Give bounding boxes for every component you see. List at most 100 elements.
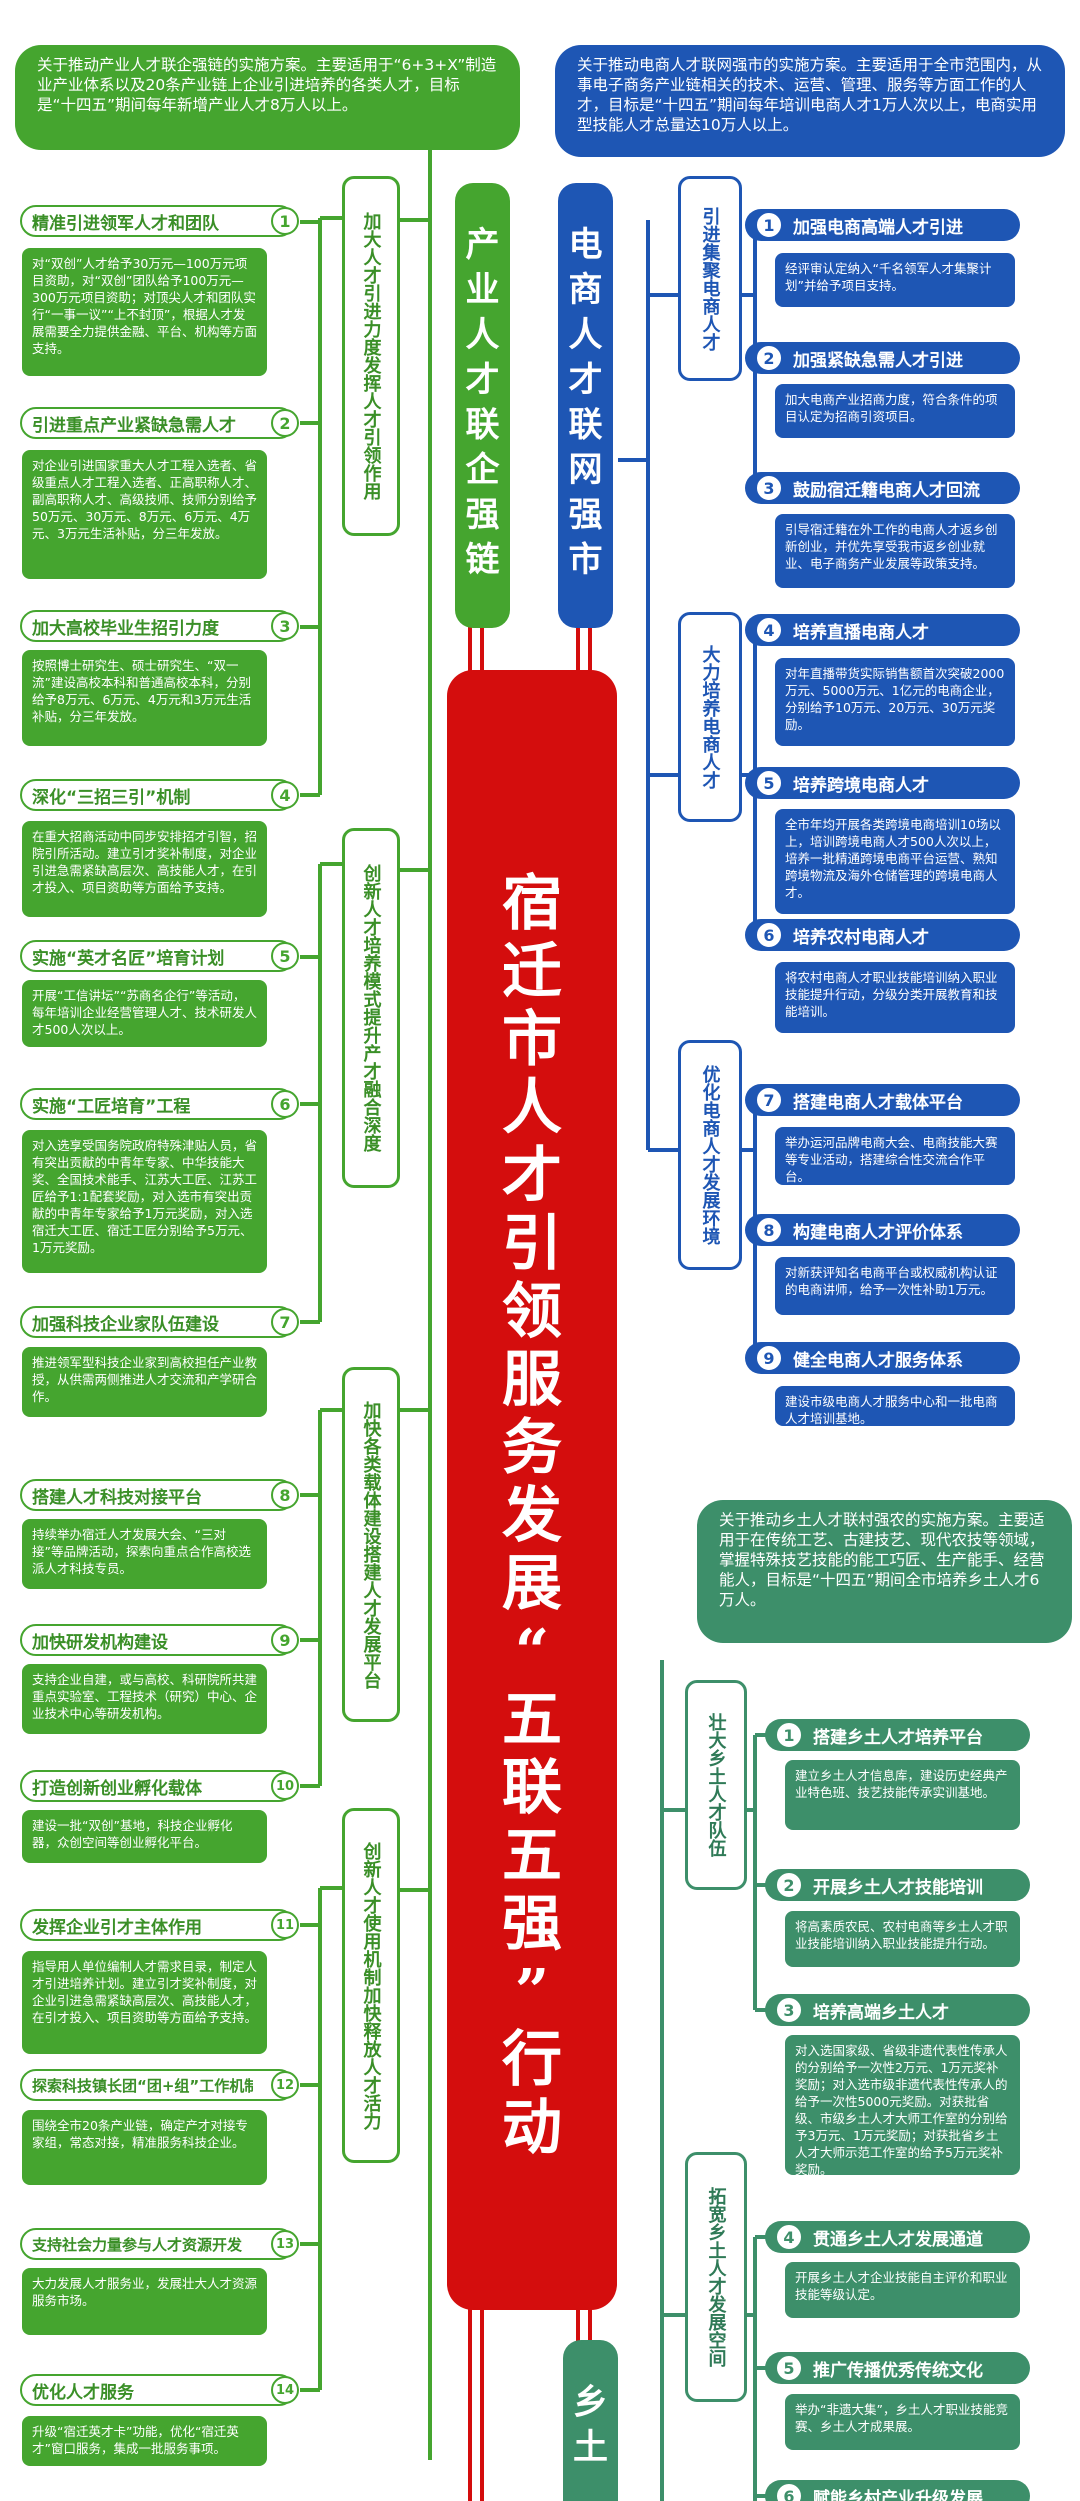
industry-intro: 关于推动产业人才联企强链的实施方案。主要适用于“6+3+X”制造业产业体系以及2… (15, 45, 520, 150)
rural-branch-title: 乡土 (563, 2340, 618, 2501)
ecommerce-item-description: 引导宿迁籍在外工作的电商人才返乡创新创业，并优先享受我市返乡创业就业、电子商务产… (775, 514, 1015, 588)
rural-category-2: 拓宽乡土人才发展空间 (685, 2152, 747, 2402)
item-number-badge: 6 (271, 1090, 299, 1118)
industry-item-description: 支持企业自建，或与高校、科研院所共建重点实验室、工程技术（研究）中心、企业技术中… (22, 1664, 267, 1734)
item-number-badge: 6 (775, 2482, 803, 2501)
ecommerce-item-description: 举办运河品牌电商大会、电商技能大赛等专业活动，搭建综合性交流合作平台。 (775, 1127, 1015, 1185)
title-char: 领 (502, 1277, 562, 1347)
item-number-badge: 5 (271, 942, 299, 970)
industry-item-description: 指导用人单位编制人才需求目录，制定人才引进培养计划。建立引才奖补制度，对企业引进… (22, 1951, 267, 2054)
industry-item-header[interactable]: 加大高校毕业生招引力度 3 (20, 610, 299, 642)
ecommerce-category-3: 优化电商人才发展环境 (678, 1040, 742, 1270)
title-char: 才 (568, 360, 603, 400)
title-char: 商 (568, 270, 603, 310)
item-number-badge: 10 (271, 1772, 299, 1800)
item-number-badge: 11 (271, 1911, 299, 1939)
industry-item-description: 建设一批“双创”基地，科技企业孵化器，众创空间等创业孵化平台。 (22, 1810, 267, 1863)
title-char: 网 (568, 450, 603, 490)
title-char: 服 (502, 1345, 562, 1415)
rural-item-title: 贯通乡土人才发展通道 (813, 2229, 983, 2250)
industry-item-description: 围绕全市20条产业链，确定产才对接专家组，常态对接，精准服务科技企业。 (22, 2110, 267, 2185)
title-char: 市 (502, 1005, 562, 1075)
ecommerce-item-description: 全市年均开展各类跨境电商培训10场以上，培训跨境电商人才500人次以上，培养一批… (775, 809, 1015, 914)
title-char: 链 (465, 540, 500, 580)
industry-item-description: 推进领军型科技企业家到高校担任产业教授，从供需两侧推进人才交流和产学研合作。 (22, 1347, 267, 1417)
title-char: 才 (465, 360, 500, 400)
main-title: 宿迁市人才引领服务发展“五联五强”行动 (447, 670, 617, 2310)
industry-branch-title: 产业人才联企强链 (455, 183, 510, 628)
industry-item-title: 实施“英才名匠”培育计划 (32, 948, 225, 969)
title-char: 乡 (572, 2382, 608, 2423)
ecommerce-item-description: 对新获评知名电商平台或权威机构认证的电商讲师，给予一次性补助1万元。 (775, 1257, 1015, 1315)
rural-item-description: 将高素质农民、农村电商等乡土人才职业技能培训纳入职业技能提升行动。 (785, 1911, 1020, 1967)
title-char: 行 (502, 2025, 562, 2095)
rural-item-header[interactable]: 4 贯通乡土人才发展通道 (765, 2221, 1030, 2253)
item-number-badge: 7 (271, 1308, 299, 1336)
item-number-badge: 5 (755, 769, 783, 797)
industry-item-header[interactable]: 实施“工匠培育”工程 6 (20, 1088, 299, 1120)
item-number-badge: 3 (271, 612, 299, 640)
title-char: 市 (568, 540, 603, 580)
industry-item-title: 打造创新创业孵化载体 (32, 1778, 202, 1799)
title-char: 人 (502, 1073, 562, 1143)
industry-item-header[interactable]: 打造创新创业孵化载体 10 (20, 1770, 299, 1802)
ecommerce-item-title: 健全电商人才服务体系 (793, 1350, 963, 1371)
ecommerce-item-title: 构建电商人才评价体系 (793, 1222, 963, 1243)
title-char: 发 (502, 1481, 562, 1551)
item-number-badge: 13 (271, 2230, 299, 2258)
title-char: 才 (502, 1141, 562, 1211)
ecommerce-item-header[interactable]: 7 搭建电商人才载体平台 (745, 1084, 1020, 1116)
title-char: 土 (572, 2427, 608, 2468)
industry-item-title: 引进重点产业紧缺急需人才 (32, 415, 236, 436)
industry-item-header[interactable]: 实施“英才名匠”培育计划 5 (20, 940, 299, 972)
industry-item-title: 加快研发机构建设 (32, 1632, 168, 1653)
rural-item-title: 培养高端乡土人才 (813, 2002, 949, 2023)
industry-item-header[interactable]: 发挥企业引才主体作用 11 (20, 1909, 299, 1941)
ecommerce-item-title: 鼓励宿迁籍电商人才回流 (793, 480, 980, 501)
title-char: 人 (568, 315, 603, 355)
item-number-badge: 3 (755, 474, 783, 502)
title-char: 迁 (502, 937, 562, 1007)
title-char: 强 (465, 495, 500, 535)
rural-item-description: 对入选国家级、省级非遗代表性传承人的分别给予一次性2万元、1万元奖补奖励；对入选… (785, 2035, 1020, 2177)
item-number-badge: 4 (775, 2223, 803, 2251)
title-char: 联 (568, 405, 603, 445)
ecommerce-item-header[interactable]: 3 鼓励宿迁籍电商人才回流 (745, 472, 1020, 504)
ecommerce-category-2: 大力培养电商人才 (678, 612, 742, 822)
title-char: 企 (465, 450, 500, 490)
title-char: ” (514, 1957, 550, 2027)
ecommerce-item-title: 加强紧缺急需人才引进 (793, 350, 963, 371)
industry-item-title: 实施“工匠培育”工程 (32, 1096, 191, 1117)
industry-item-title: 加大高校毕业生招引力度 (32, 618, 219, 639)
item-number-badge: 7 (755, 1086, 783, 1114)
ecommerce-item-description: 加大电商产业招商力度，符合条件的项目认定为招商引资项目。 (775, 384, 1015, 438)
title-char: 五 (502, 1821, 562, 1891)
ecommerce-item-title: 搭建电商人才载体平台 (793, 1092, 963, 1113)
industry-item-title: 发挥企业引才主体作用 (32, 1917, 202, 1938)
industry-category-3: 加快各类载体建设 搭建人才发展平台 (342, 1367, 400, 1722)
title-char: 业 (465, 270, 500, 310)
industry-item-description: 大力发展人才服务业，发展壮大人才资源服务市场。 (22, 2268, 267, 2335)
